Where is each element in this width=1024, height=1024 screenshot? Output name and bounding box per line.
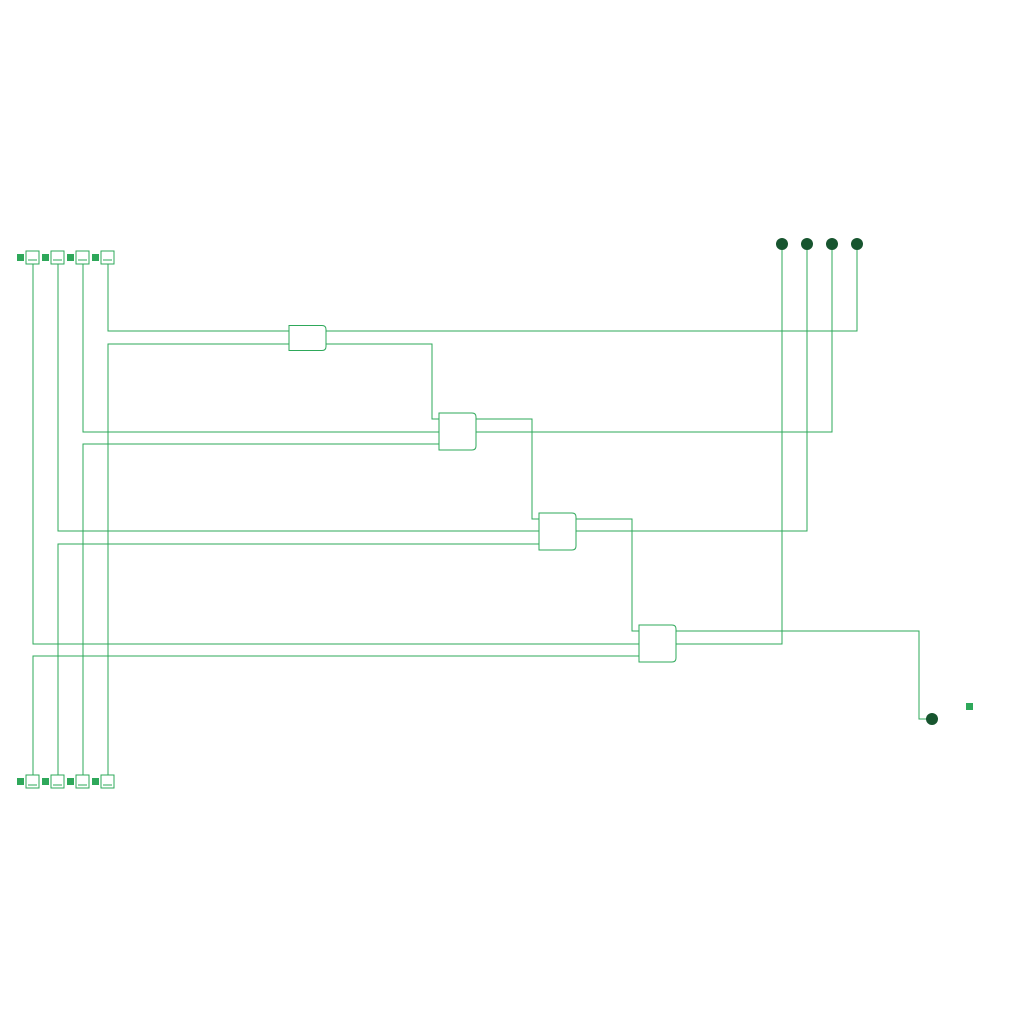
square-marker-icon (17, 254, 24, 261)
logic-gate-icon[interactable] (638, 624, 677, 663)
latch-input-icon (50, 250, 65, 265)
top-input-latch-2[interactable] (42, 250, 65, 265)
final-output-terminal-icon[interactable] (926, 713, 938, 725)
output-terminal-icon[interactable] (776, 238, 788, 250)
gate-layer (288, 325, 677, 663)
wire-in1-to-gate4 (32, 263, 639, 645)
latch-input-icon (50, 774, 65, 789)
wire-gate1-to-gate2 (326, 343, 439, 420)
square-marker-icon (42, 778, 49, 785)
wire-gate1-to-out4 (326, 250, 858, 332)
wire-in3-to-gate2 (82, 263, 439, 433)
latch-input-icon (25, 774, 40, 789)
latch-input-icon (100, 774, 115, 789)
logic-gate-icon[interactable] (438, 412, 477, 451)
output-terminal-icon[interactable] (826, 238, 838, 250)
wire-bin2-to-gate3 (57, 543, 539, 775)
latch-input-icon (25, 250, 40, 265)
latch-input-icon (75, 250, 90, 265)
bottom-input-latch-3[interactable] (67, 774, 90, 789)
latch-input-icon (75, 774, 90, 789)
wire-gate2-to-gate3 (476, 418, 539, 520)
wire-bin3-to-gate2 (82, 443, 439, 775)
wire-gate2-to-out3 (476, 250, 833, 433)
square-marker-icon (966, 703, 973, 710)
bottom-input-latch-4[interactable] (92, 774, 115, 789)
output-terminal-icon[interactable] (851, 238, 863, 250)
bottom-input-latch-1[interactable] (17, 774, 40, 789)
wire-in4-to-gate1 (107, 263, 289, 332)
wire-in2-to-gate3 (57, 263, 539, 532)
output-terminal-icon[interactable] (801, 238, 813, 250)
logic-gate-icon[interactable] (288, 325, 327, 351)
square-marker-icon (42, 254, 49, 261)
square-marker-icon (67, 254, 74, 261)
wire-gate4-to-final-output (676, 630, 932, 720)
top-input-latch-4[interactable] (92, 250, 115, 265)
wire-layer (32, 250, 932, 775)
top-input-row (17, 250, 115, 265)
bottom-input-latch-2[interactable] (42, 774, 65, 789)
square-marker-icon (17, 778, 24, 785)
square-marker-icon (92, 254, 99, 261)
square-marker-icon (67, 778, 74, 785)
top-input-latch-1[interactable] (17, 250, 40, 265)
wire-gate3-to-out2 (576, 250, 808, 532)
wire-bin1-to-gate4 (32, 655, 639, 775)
square-marker-icon (92, 778, 99, 785)
logic-gate-icon[interactable] (538, 512, 577, 551)
wire-gate4-to-out1 (676, 250, 783, 645)
bottom-input-row (17, 774, 115, 789)
wire-bin4-to-gate1 (107, 343, 289, 775)
latch-input-icon (100, 250, 115, 265)
output-terminal-row (776, 238, 938, 725)
wire-gate3-to-gate4 (576, 518, 639, 632)
top-input-latch-3[interactable] (67, 250, 90, 265)
